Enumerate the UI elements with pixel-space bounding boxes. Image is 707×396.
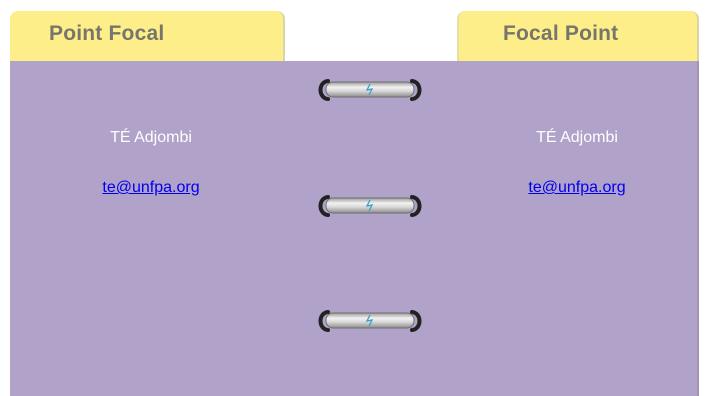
tab-label-left: Point Focal xyxy=(49,22,165,45)
tab-focal-point[interactable]: Focal Point xyxy=(457,11,699,65)
binder-ring-icon xyxy=(318,310,422,332)
contact-name-right: TÉ Adjombi xyxy=(536,129,618,146)
contact-email-link-left[interactable]: te@unfpa.org xyxy=(102,179,200,196)
binder-ring-icon xyxy=(318,195,422,217)
contact-card-left: TÉ Adjombi te@unfpa.org xyxy=(31,128,271,198)
contact-email-link-right[interactable]: te@unfpa.org xyxy=(528,179,626,196)
tab-label-right: Focal Point xyxy=(503,22,619,45)
content-panel xyxy=(10,61,699,396)
tab-point-focal[interactable]: Point Focal xyxy=(10,11,285,65)
binder-ring-icon xyxy=(318,79,422,101)
contact-name-left: TÉ Adjombi xyxy=(110,129,192,146)
contact-card-right: TÉ Adjombi te@unfpa.org xyxy=(457,128,697,198)
